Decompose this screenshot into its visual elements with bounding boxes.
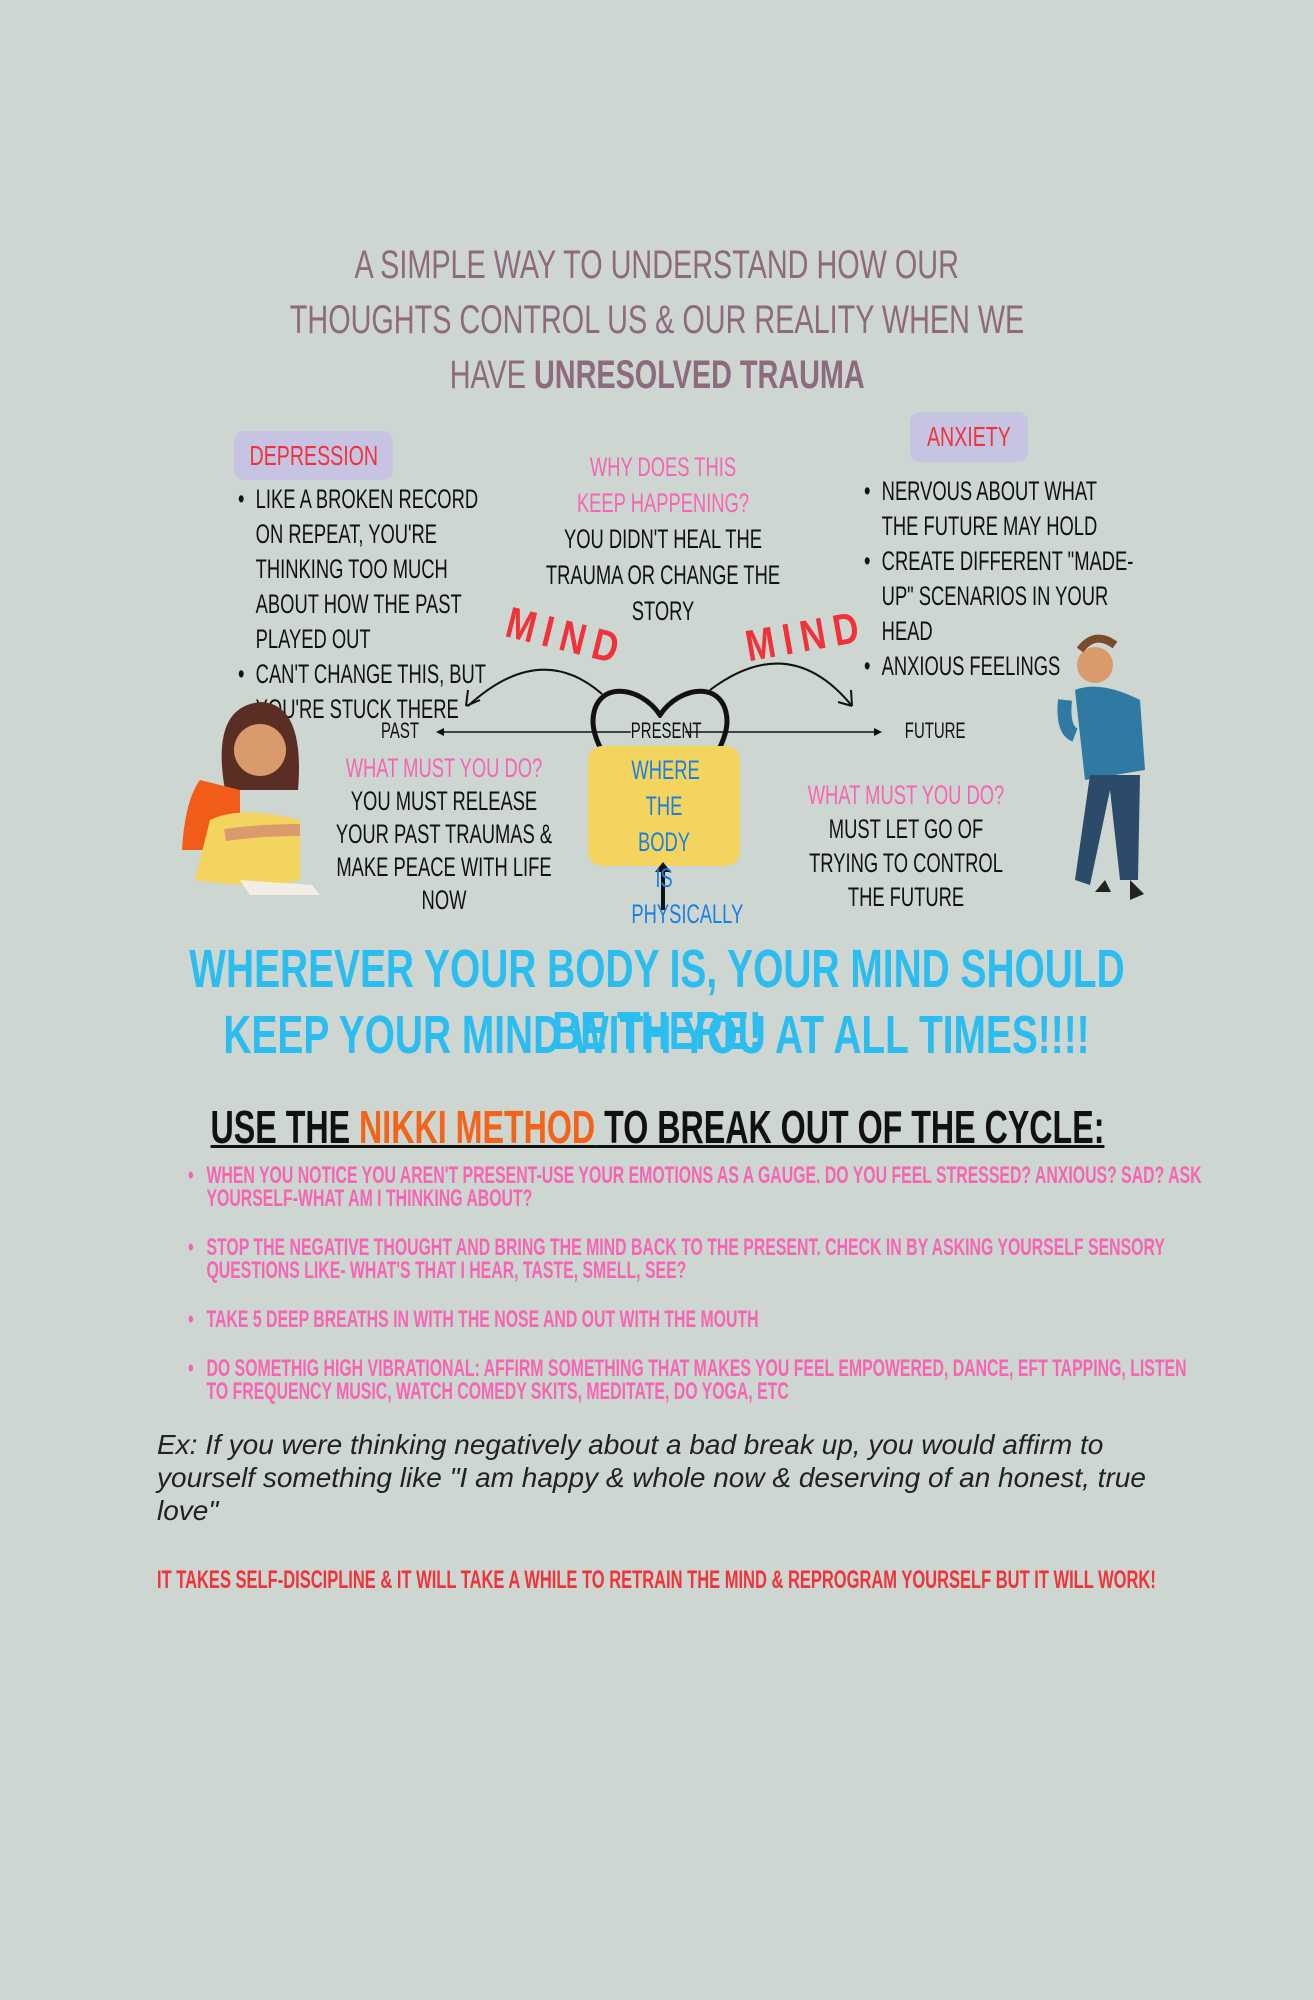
anxiety-badge: ANXIETY [910,412,1028,462]
depression-badge: DEPRESSION [234,431,393,480]
method-step: TAKE 5 DEEP BREATHS IN WITH THE NOSE AND… [188,1308,1204,1332]
title-emphasis: UNRESOLVED TRAUMA [533,353,865,397]
why-answer: YOU DIDN'T HEAL THE TRAUMA OR CHANGE THE… [545,524,781,626]
up-arrowhead [655,862,671,872]
method-heading: USE THE NIKKI METHOD TO BREAK OUT OF THE… [0,1100,1314,1154]
future-advice: WHAT MUST YOU DO? MUST LET GO OF TRYING … [797,778,1015,914]
method-step: STOP THE NEGATIVE THOUGHT AND BRING THE … [188,1236,1204,1283]
future-answer: MUST LET GO OF TRYING TO CONTROL THE FUT… [809,814,1003,912]
title-line-3: HAVE UNRESOLVED TRAUMA [450,348,865,403]
method-prefix: USE THE [210,1101,359,1153]
list-item: CREATE DIFFERENT "MADE-UP" SCENARIOS IN … [864,544,1136,649]
example-text: Ex: If you were thinking negatively abou… [157,1429,1146,1526]
past-answer: YOU MUST RELEASE YOUR PAST TRAUMAS & MAK… [335,786,553,915]
list-item: NERVOUS ABOUT WHAT THE FUTURE MAY HOLD [864,474,1136,544]
why-block: WHY DOES THIS KEEP HAPPENING? YOU DIDN'T… [527,449,799,629]
arrowhead-past [465,689,481,707]
past-label: PAST [381,718,419,743]
body-box-bg [588,746,740,866]
future-question: WHAT MUST YOU DO? [807,780,1005,810]
future-label: FUTURE [904,718,966,743]
body-location-label: WHERE THE BODY IS PHYSICALLY [631,755,744,929]
past-advice: WHAT MUST YOU DO? YOU MUST RELEASE YOUR … [328,752,559,917]
page-title: A SIMPLE WAY TO UNDERSTAND HOW OUR THOUG… [107,238,1207,403]
method-step: WHEN YOU NOTICE YOU AREN'T PRESENT-USE Y… [188,1164,1204,1211]
anxious-man-illustration [1057,634,1145,900]
arrow-to-past [467,668,603,707]
headline-line-2: KEEP YOUR MIND WITH YOU AT ALL TIMES!!!! [0,1004,1314,1066]
timeline-diagram [182,634,1145,910]
headline-text-2: KEEP YOUR MIND WITH YOU AT ALL TIMES!!!! [223,1005,1091,1065]
method-steps: WHEN YOU NOTICE YOU AREN'T PRESENT-USE Y… [188,1164,1204,1429]
title-line-1: A SIMPLE WAY TO UNDERSTAND HOW OUR [354,243,960,287]
method-name: NIKKI METHOD [358,1101,595,1153]
sad-girl-illustration [182,702,320,895]
anxiety-list: NERVOUS ABOUT WHAT THE FUTURE MAY HOLD C… [864,474,1136,684]
list-item: ANXIOUS FEELINGS [864,649,1136,684]
method-step: DO SOMETHIG HIGH VIBRATIONAL: AFFIRM SOM… [188,1357,1204,1404]
arrowhead-future [837,689,853,707]
anxiety-label: ANXIETY [927,421,1011,452]
list-item: CAN'T CHANGE THIS, BUT YOU'RE STUCK THER… [238,657,503,727]
title-line-2: THOUGHTS CONTROL US & OUR REALITY WHEN W… [289,298,1025,342]
past-question: WHAT MUST YOU DO? [345,753,543,783]
list-item: LIKE A BROKEN RECORD ON REPEAT, YOU'RE T… [238,482,503,657]
method-suffix: TO BREAK OUT OF THE CYCLE: [594,1101,1104,1153]
why-question: WHY DOES THIS KEEP HAPPENING? [576,452,750,518]
arrow-to-future [709,662,853,707]
depression-label: DEPRESSION [249,439,378,471]
headline-text-1: WHEREVER YOUR BODY IS, YOUR MIND SHOULD … [189,939,1125,1061]
closing-note: IT TAKES SELF-DISCIPLINE & IT WILL TAKE … [157,1566,1156,1594]
depression-list: LIKE A BROKEN RECORD ON REPEAT, YOU'RE T… [238,482,503,727]
title-prefix: HAVE [449,353,534,397]
headline-line-1: WHEREVER YOUR BODY IS, YOUR MIND SHOULD … [0,938,1314,1062]
present-label: PRESENT [630,718,702,744]
